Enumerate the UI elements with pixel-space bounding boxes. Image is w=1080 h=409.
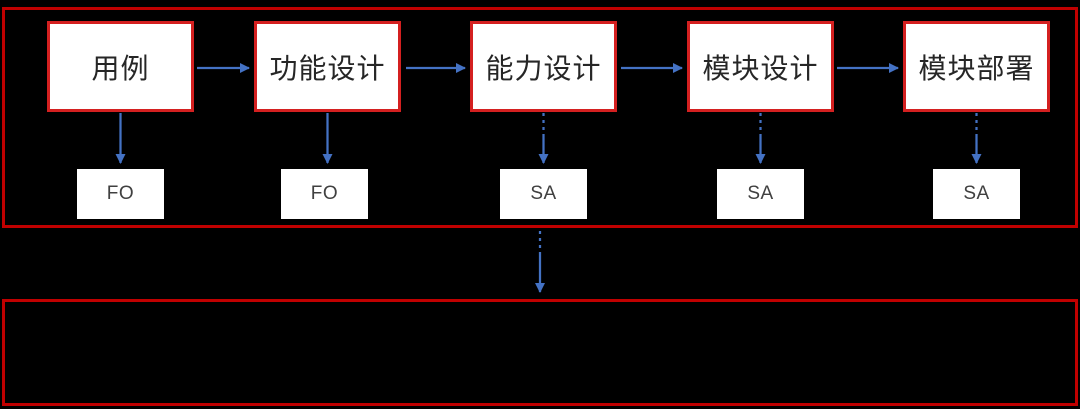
stage-box-module-deployment: 模块部署 [903, 21, 1050, 112]
artifact-label: FO [106, 183, 135, 204]
design-flow-section-frame [2, 7, 1078, 228]
artifact-label: SA [530, 183, 557, 204]
artifact-label: SA [747, 183, 774, 204]
stage-box-module-design: 模块设计 [687, 21, 834, 112]
stage-label: 功能设计 [269, 52, 386, 84]
bottom-section-frame [2, 299, 1078, 406]
artifact-box-sa-3: SA [933, 169, 1020, 219]
stage-label: 能力设计 [485, 52, 602, 84]
stage-box-capability-design: 能力设计 [470, 21, 617, 112]
artifact-label: FO [310, 183, 339, 204]
stage-box-use-case: 用例 [47, 21, 194, 112]
artifact-label: SA [963, 183, 990, 204]
artifact-box-sa-1: SA [500, 169, 587, 219]
stage-label: 模块部署 [918, 52, 1035, 84]
stage-box-functional-design: 功能设计 [254, 21, 401, 112]
stage-label: 用例 [91, 52, 150, 84]
stage-label: 模块设计 [702, 52, 819, 84]
artifact-box-fo-2: FO [281, 169, 368, 219]
artifact-box-fo-1: FO [77, 169, 164, 219]
artifact-box-sa-2: SA [717, 169, 804, 219]
